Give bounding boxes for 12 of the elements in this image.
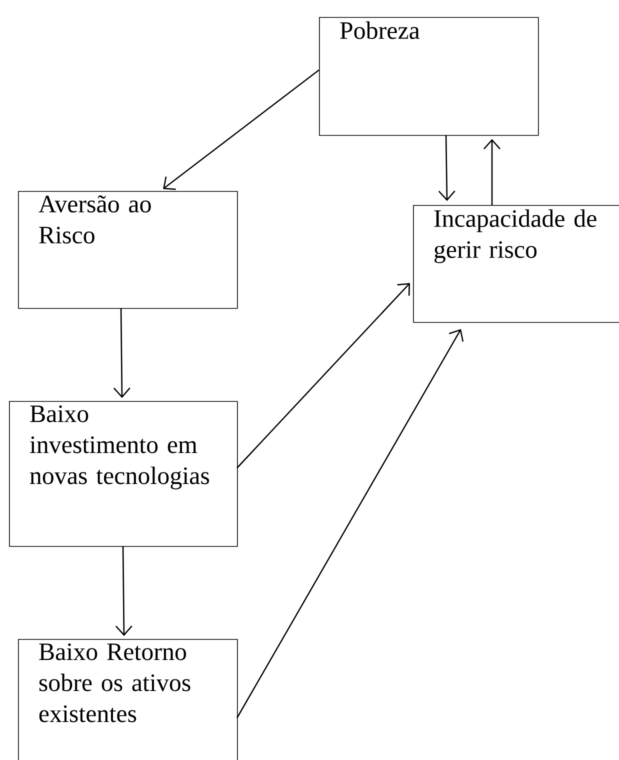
process-box: Baixo investimento em novas tecnologias: [9, 401, 238, 547]
process-box: Pobreza: [319, 17, 539, 136]
arrow: [236, 283, 410, 468]
process-box: Baixo Retorno sobre os ativos existentes: [18, 639, 238, 760]
arrow: [236, 329, 464, 718]
arrow: [163, 70, 320, 190]
process-box: Aversão ao Risco: [18, 191, 238, 309]
arrow: [115, 546, 132, 636]
process-box: Incapacidade de gerir risco: [413, 205, 619, 323]
arrow: [113, 308, 130, 398]
arrow: [438, 135, 456, 201]
arrow: [484, 139, 500, 205]
